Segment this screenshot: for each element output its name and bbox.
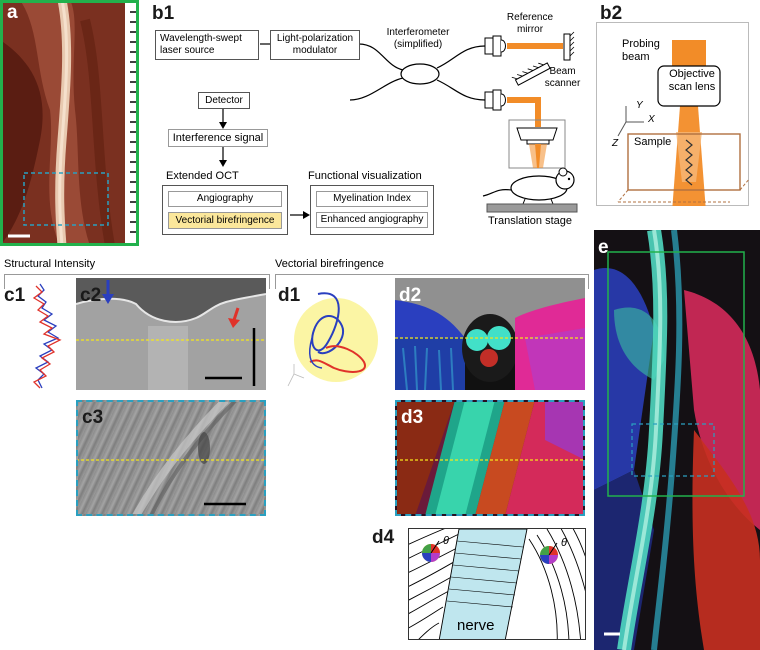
structural-bracket [4,274,270,289]
interference-signal-box: Interference signal [168,129,268,147]
panel-label-d3: d3 [401,407,424,428]
axis-z-label: Z [612,138,619,149]
myelination-index-box: Myelination Index [316,191,428,207]
c3-structure-svg [78,402,264,514]
enhanced-angiography-label: Enhanced angiography [320,214,424,225]
axis-y-label: Y [636,100,643,111]
c2-structural-image [76,278,266,390]
functional-group [310,185,434,235]
panel-label-d4: d4 [372,527,395,548]
mouse-illustration [482,167,575,205]
modulator-label: Light-polarization modulator [276,33,354,56]
panel-e-svg [594,230,760,650]
angiography-label: Angiography [196,193,254,204]
beam-scanner-label: Beam scanner [544,66,581,89]
panel-label-a: a [7,2,18,23]
axis-x-label: X [648,114,655,125]
extended-oct-group [162,185,288,235]
panel-label-c3: c3 [82,407,104,428]
structural-intensity-title: Structural Intensity [4,258,96,270]
panel-label-e: e [598,237,609,258]
panel-label-d1: d1 [278,285,301,306]
d3-birefringence-image [395,400,585,516]
d1-poincare-sphere [287,292,378,387]
d2-birefringence-image [395,278,585,390]
modulator-box: Light-polarization modulator [270,30,360,60]
d4-schematic-svg [409,529,585,639]
vectorial-birefringence-label: Vectorial birefringence [175,214,275,226]
nerve-label: nerve [457,617,495,634]
panel-label-b1: b1 [152,3,175,24]
color-wheel-left [422,540,440,562]
vectorial-bracket [275,274,589,289]
detector-box: Detector [198,92,250,109]
translation-stage-label: Translation stage [488,215,572,227]
panel-label-b2: b2 [600,3,623,24]
enhanced-angiography-box: Enhanced angiography [316,212,428,228]
vectorial-birefringence-title: Vectorial birefringence [275,258,384,270]
functional-visualization-label: Functional visualization [308,170,422,182]
theta-left-label: θ [443,535,449,547]
reference-collimator [484,35,506,57]
c3-enface-image [76,400,266,516]
d3-birefringence-svg [397,402,583,514]
extended-oct-label: Extended OCT [166,170,239,182]
d4-schematic: nerve θ θ [408,528,586,640]
beam-scanner-mirror [511,62,551,86]
vectorial-birefringence-box: Vectorial birefringence [168,212,282,229]
reference-mirror-label: Reference mirror [506,12,554,35]
laser-source-box: Wavelength-swept laser source [155,30,259,60]
interference-signal-label: Interference signal [172,132,264,144]
panel-label-d2: d2 [399,285,422,306]
c1-profile-plot [32,283,62,389]
angiography-box: Angiography [168,191,282,207]
b2-illustration [617,40,749,206]
photo-anatomy [3,3,136,243]
c2-structure-svg [76,278,266,390]
theta-right-label: θ [561,537,567,549]
objective-label: Objective scan lens [668,68,716,93]
interferometer-label: Interferometer (simplified) [386,27,450,50]
d2-birefringence-svg [395,278,585,390]
sample-collimator [484,89,506,111]
panel-label-c1: c1 [4,285,26,306]
panel-a-photo [0,0,139,246]
color-wheel-right [540,542,558,564]
detector-label: Detector [205,94,243,106]
probing-beam-label: Probing beam [622,38,660,63]
panel-e-image [594,230,760,650]
laser-source-label: Wavelength-swept laser source [160,33,242,56]
sample-label: Sample [634,136,672,148]
myelination-index-label: Myelination Index [333,193,411,204]
panel-label-c2: c2 [80,285,102,306]
